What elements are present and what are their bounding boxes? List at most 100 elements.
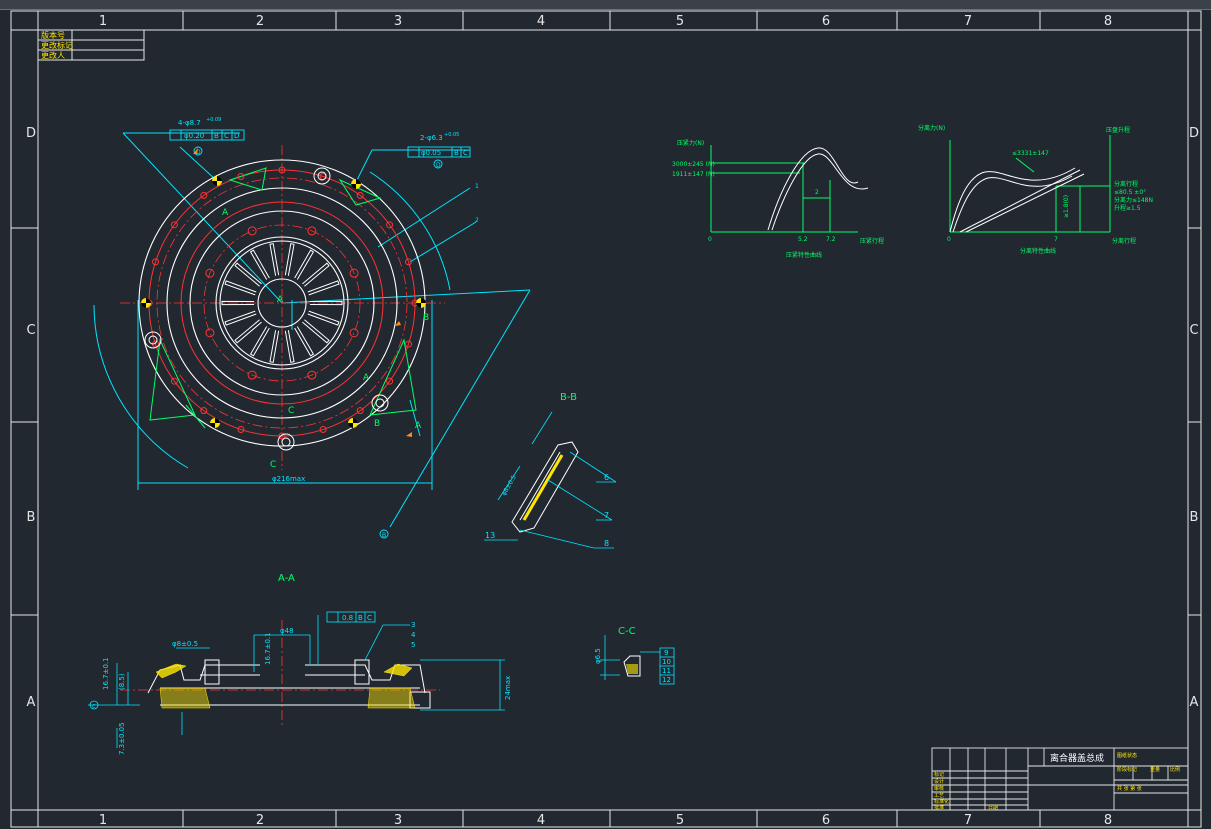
position-tolerance: φ0.20 xyxy=(184,132,204,140)
bolt-hole xyxy=(278,166,286,174)
tb-date: 日期 xyxy=(988,805,998,811)
g2-peak: ≤3331±147 xyxy=(1012,150,1049,157)
zone-col-1-bottom: 1 xyxy=(99,813,107,828)
zone-row-c: C xyxy=(26,323,35,338)
zone-col-7-bottom: 7 xyxy=(964,813,972,828)
datum-d-bubble: D xyxy=(196,149,201,156)
tb-row-1: 标记 xyxy=(934,771,944,778)
window-top-bar xyxy=(0,0,1211,10)
diaphragm-finger xyxy=(269,243,280,276)
bolt-hole xyxy=(205,268,215,278)
section-a-a[interactable]: A-A xyxy=(88,573,512,755)
bolt-hole xyxy=(386,377,394,385)
leader-9: 9 xyxy=(664,649,668,657)
g1-caption: 压紧特性曲线 xyxy=(786,251,822,259)
flatness-ref-c: C xyxy=(367,614,372,622)
tb-remark: 图纸状态 xyxy=(1117,752,1137,759)
diaphragm-finger xyxy=(224,280,257,296)
outer-diameter-dim: φ216max xyxy=(272,475,305,483)
zone-row-a-right: A xyxy=(1190,695,1199,710)
aa-datum-bubble: C xyxy=(92,704,96,710)
diaphragm-finger xyxy=(294,326,315,357)
g1-ylabel: 压紧力(N) xyxy=(677,139,704,147)
diaphragm-finger xyxy=(309,300,343,306)
section-mark-a-3: A xyxy=(363,373,370,383)
aa-diameter: φ48 xyxy=(280,627,294,635)
aa-height: 24max xyxy=(504,676,512,700)
zone-col-6: 6 xyxy=(822,14,830,29)
revision-label-3: 更改人 xyxy=(41,50,65,60)
bolt-hole xyxy=(144,331,162,349)
zone-col-8: 8 xyxy=(1104,14,1112,29)
tb-row-4: 工艺 xyxy=(934,793,944,799)
bolt-hole xyxy=(307,226,317,236)
hole-tolerance: 4-φ8.7 xyxy=(178,119,201,127)
section-mark-b-2: B xyxy=(374,419,380,429)
bolt-hole xyxy=(404,340,412,348)
title-block[interactable]: 离合器盖总成 标记 设计 审核 工艺 标准化 批准 日期 阶段标记 重量 比例 … xyxy=(931,747,1189,811)
g2-note-1: 分离行程 xyxy=(1114,180,1138,188)
leader-5: 5 xyxy=(411,641,415,649)
bolt-hole xyxy=(200,191,208,199)
zone-col-2: 2 xyxy=(256,14,264,29)
section-c-c[interactable]: C-C 9 10 11 12 φ6.5 xyxy=(594,626,675,685)
bolt-hole xyxy=(281,437,291,447)
aa-small-dim: 16.7±0.1 xyxy=(102,657,110,690)
zone-col-4-bottom: 4 xyxy=(537,813,545,828)
bolt-hole xyxy=(247,370,257,380)
revision-box: 版本号 更改标记 更改人 xyxy=(37,29,145,61)
bolt-hole xyxy=(317,171,327,181)
pos-ref-d: D xyxy=(234,132,239,140)
zone-labels: 1 2 3 4 5 6 7 8 1 2 3 4 5 6 7 8 D C B A … xyxy=(26,14,1199,828)
zone-row-b-right: B xyxy=(1190,510,1199,525)
g1-y-value-1: 3000±245 (N) xyxy=(672,161,715,168)
diaphragm-finger xyxy=(284,243,295,276)
pressure-characteristic-graph[interactable]: 压紧力(N) 3000±245 (N) 1911±147 (N) 0 5.2 7… xyxy=(672,139,884,259)
zone-col-5-bottom: 5 xyxy=(676,813,684,828)
bb-thickness-dim: φ8±0.5 xyxy=(501,474,518,497)
bolt-hole xyxy=(307,370,317,380)
leader-6: 6 xyxy=(604,473,609,482)
bolt-hole xyxy=(277,433,295,451)
release-characteristic-graph[interactable]: 分离力(N) ≤3331±147 压盘升程 分离行程 ≤80.5 ±0° 分离力… xyxy=(918,124,1153,255)
leader-13: 13 xyxy=(485,531,495,540)
section-mark-a-2: A xyxy=(277,295,284,305)
diaphragm-finger xyxy=(234,262,262,287)
bolt-hole xyxy=(152,258,160,266)
aa-bottom-dim: 7.3±0.05 xyxy=(118,722,126,755)
section-b-b[interactable]: B-B 6 7 8 13 φ8±0.5 xyxy=(484,392,617,549)
leader-7: 7 xyxy=(604,511,609,520)
leader-11: 11 xyxy=(662,667,671,675)
tb-scale-head-2: 重量 xyxy=(1150,766,1160,773)
zone-col-2-bottom: 2 xyxy=(256,813,264,828)
drawing-title: 离合器盖总成 xyxy=(1050,752,1104,764)
bolt-hole xyxy=(375,398,385,408)
bolt-hole xyxy=(349,268,359,278)
diaphragm-finger xyxy=(294,249,315,280)
bolt-hole xyxy=(356,407,364,415)
leader-4: 4 xyxy=(411,631,416,639)
clutch-plan-view[interactable]: 4-φ8.7 +0.09 φ0.20 B C D 2-φ6.3 +0.05 φ0… xyxy=(93,117,531,539)
diaphragm-fingers xyxy=(221,243,343,363)
diaphragm-finger xyxy=(224,310,257,326)
zone-col-7: 7 xyxy=(964,14,972,29)
g2-right-label: 压盘升程 xyxy=(1106,126,1130,134)
bolt-hole xyxy=(200,407,208,415)
g1-y-value-2: 1911±147 (N) xyxy=(672,171,715,178)
diaphragm-finger xyxy=(302,319,330,344)
flatness-ref-b: B xyxy=(358,614,363,622)
zone-row-a: A xyxy=(27,695,36,710)
diaphragm-finger xyxy=(249,249,270,280)
diaphragm-finger xyxy=(234,319,262,344)
rivet-markers xyxy=(141,176,426,428)
aa-paren-dim: (8.5) xyxy=(118,673,126,690)
tb-sheet: 共 张 第 张 xyxy=(1117,785,1142,792)
pin-ref-c: C xyxy=(463,149,468,157)
bolt-hole xyxy=(170,377,178,385)
cad-drawing-canvas[interactable]: 1 2 3 4 5 6 7 8 1 2 3 4 5 6 7 8 D C B A … xyxy=(0,10,1211,829)
pin-holes: 2-φ6.3 xyxy=(420,134,443,142)
g1-origin: 0 xyxy=(708,236,712,243)
zone-row-d-right: D xyxy=(1189,126,1199,141)
zone-col-3: 3 xyxy=(394,14,402,29)
bolt-hole xyxy=(313,167,331,185)
